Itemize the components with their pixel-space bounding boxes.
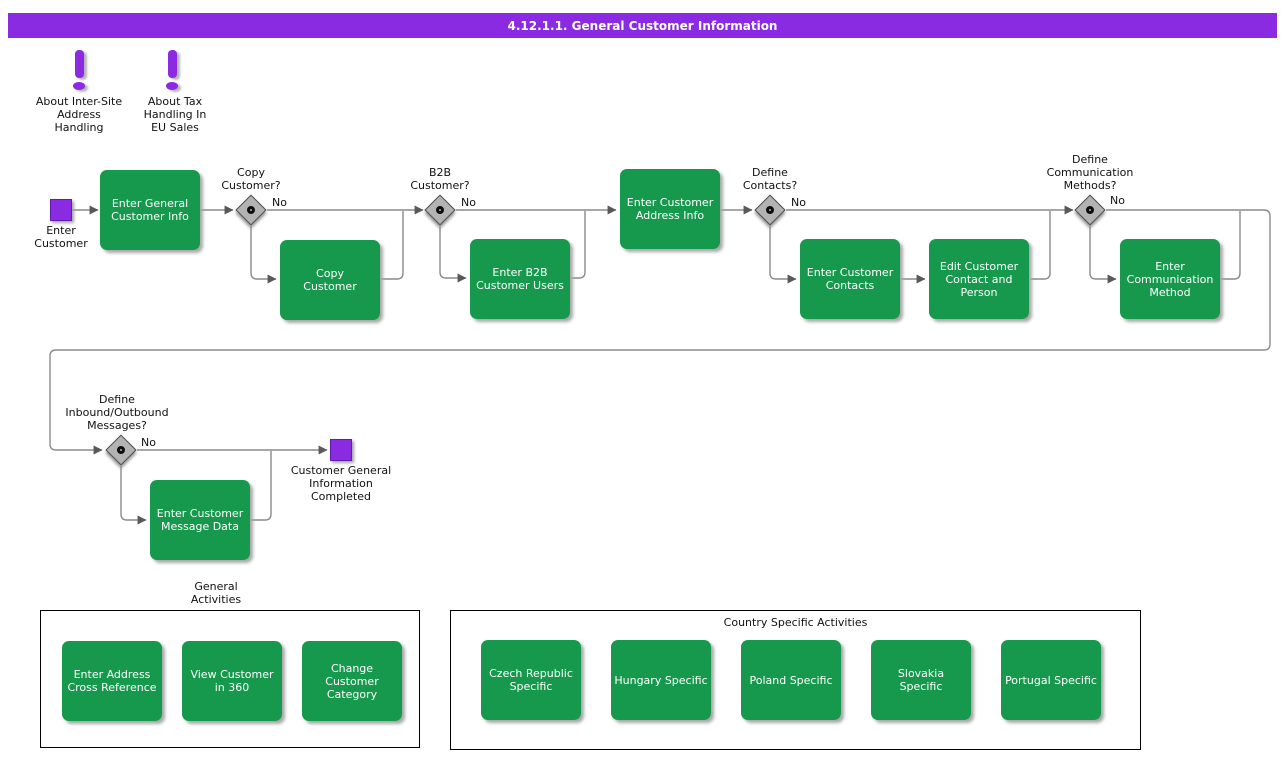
activity-czech-republic-specific[interactable]: Czech Republic Specific [481,640,581,720]
activity-poland-specific[interactable]: Poland Specific [741,640,841,720]
exclamation-dot-icon [166,82,178,90]
activity-enter-customer-message-data[interactable]: Enter Customer Message Data [150,480,250,560]
decision-label: Define Inbound/Outbound Messages? [65,393,169,432]
flow-end-label: Customer General Information Completed [290,464,392,503]
decision-ring-icon [115,444,127,456]
activity-copy-customer[interactable]: Copy Customer [280,240,380,320]
activity-slovakia-specific[interactable]: Slovakia Specific [871,640,971,720]
activity-enter-customer-contacts[interactable]: Enter Customer Contacts [800,239,900,319]
decision-ring-icon [434,204,446,216]
decision-ring-icon [764,204,776,216]
no-branch-label: No [1110,194,1125,207]
activity-change-customer-category[interactable]: Change Customer Category [302,641,402,721]
activity-enter-b2b-customer-users[interactable]: Enter B2B Customer Users [470,239,570,319]
no-branch-label: No [141,436,156,449]
decision-label: Define Communication Methods? [1046,153,1134,192]
flow-start-label: Enter Customer [34,224,88,250]
activity-enter-address-cross-reference[interactable]: Enter Address Cross Reference [62,641,162,721]
flow-start-node [50,199,72,221]
note-label: About Inter-Site Address Handling [35,95,123,134]
activity-enter-communication-method[interactable]: Enter Communication Method [1120,239,1220,319]
activity-view-customer-in-360[interactable]: View Customer in 360 [182,641,282,721]
exclamation-dot-icon [73,82,85,90]
section-country-specific-activities: Country Specific Activities Czech Republ… [450,610,1141,750]
no-branch-label: No [791,196,806,209]
activity-hungary-specific[interactable]: Hungary Specific [611,640,711,720]
no-branch-label: No [272,196,287,209]
activity-enter-customer-address-info[interactable]: Enter Customer Address Info [620,169,720,249]
flow-end-node [330,439,352,461]
decision-label: B2B Customer? [410,166,470,192]
exclamation-icon [75,50,84,78]
activity-enter-general-customer-info[interactable]: Enter General Customer Info [100,170,200,250]
decision-label: Copy Customer? [221,166,281,192]
no-branch-label: No [461,196,476,209]
section-country-specific-title: Country Specific Activities [723,616,868,629]
activity-portugal-specific[interactable]: Portugal Specific [1001,640,1101,720]
decision-ring-icon [245,204,257,216]
section-general-activities: Enter Address Cross Reference View Custo… [40,610,420,748]
page-title: 4.12.1.1. General Customer Information [8,13,1277,38]
section-general-activities-title: General Activities [190,580,242,606]
decision-ring-icon [1084,204,1096,216]
exclamation-icon [168,50,177,78]
decision-label: Define Contacts? [742,166,798,192]
note-label: About Tax Handling In EU Sales [143,95,207,134]
activity-edit-customer-contact-and-person[interactable]: Edit Customer Contact and Person [929,239,1029,319]
